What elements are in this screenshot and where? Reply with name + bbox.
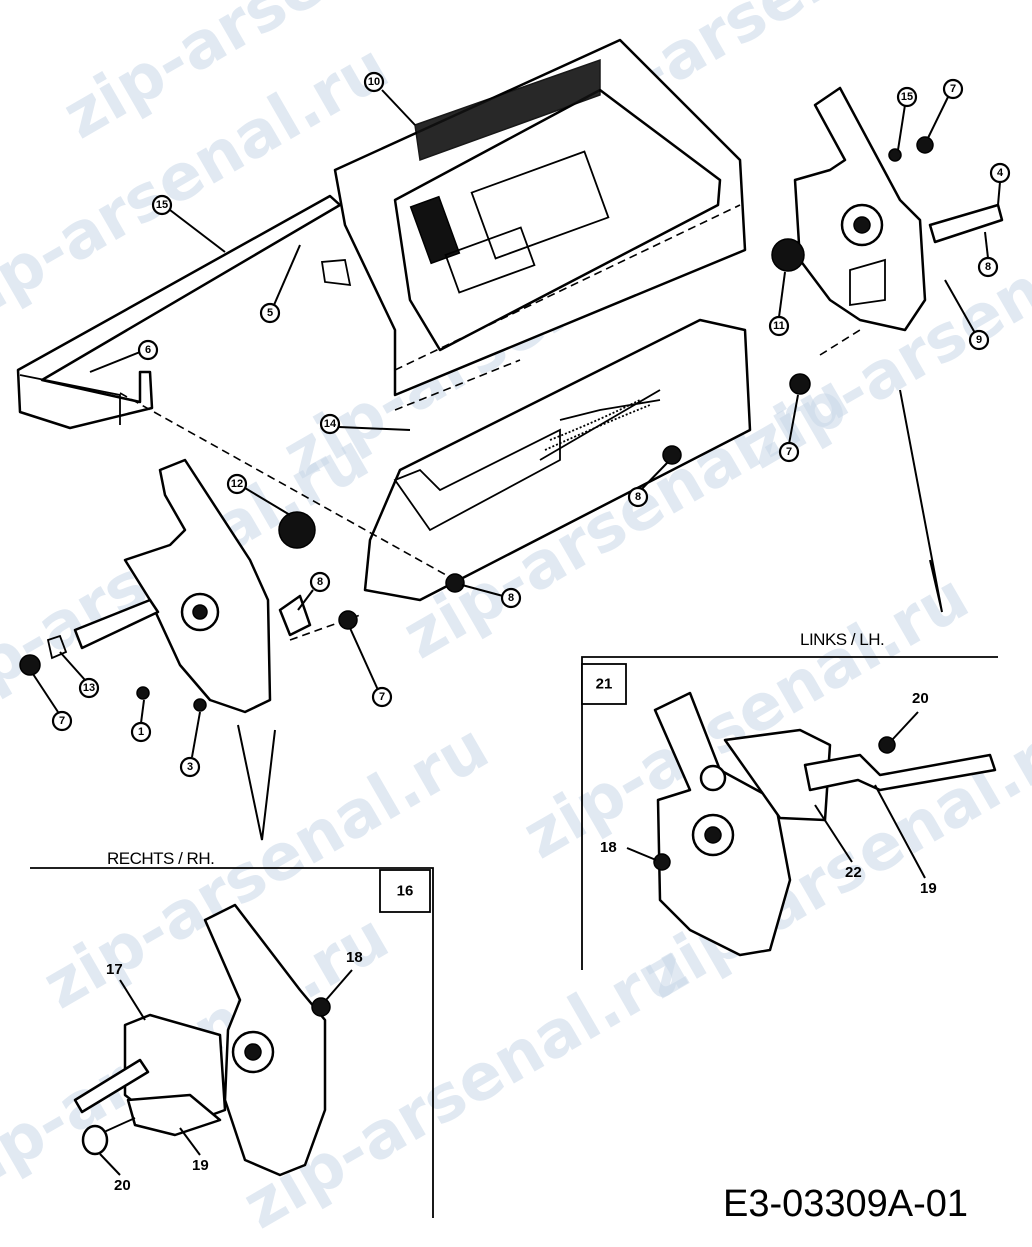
- section-label-rechts: RECHTS / RH.: [107, 849, 214, 868]
- detail-box-lh: LINKS / LH. 21 20 18 22 19: [581, 630, 998, 970]
- callout-label: 14: [324, 418, 337, 430]
- callout-label: 12: [231, 478, 243, 490]
- callout-label: 11: [773, 320, 785, 332]
- console-panel-part: [320, 38, 747, 411]
- detail-part-number: 18: [346, 949, 363, 966]
- assembly-guide-line: [819, 329, 861, 356]
- callout-label: 7: [950, 83, 956, 95]
- detail-part-number: 22: [845, 864, 862, 881]
- left-lever-assembly: [771, 86, 1004, 395]
- detail-part-number: 19: [920, 880, 937, 897]
- callout-label: 7: [786, 446, 792, 458]
- callout-label: 7: [59, 715, 65, 727]
- callout-label: 15: [156, 199, 168, 211]
- callout-label: 8: [985, 261, 991, 273]
- callout-label: 9: [976, 334, 982, 346]
- callout-label: 13: [83, 682, 95, 694]
- callout-label: 5: [267, 307, 273, 319]
- handle-bar-part: [16, 194, 342, 430]
- callout-label: 8: [635, 491, 641, 503]
- callout-label: 8: [508, 592, 514, 604]
- callout-label: 3: [187, 761, 193, 773]
- callout-label: 15: [901, 91, 913, 103]
- callouts: 15 10 5 6 14 12 8 8 8 7 7 13: [32, 71, 1011, 778]
- detail-part-number: 18: [600, 839, 617, 856]
- section-label-links: LINKS / LH.: [800, 630, 884, 649]
- direction-arrow: [237, 724, 276, 841]
- detail-part-number: 19: [192, 1157, 209, 1174]
- callout-label: 1: [138, 726, 144, 738]
- fender-housing-part: [363, 318, 752, 602]
- detail-box-number: 21: [596, 676, 613, 693]
- callout-label: 4: [997, 167, 1004, 179]
- detail-box-rh: RECHTS / RH. 16 17 18 19 20: [30, 849, 434, 1218]
- callout-label: 6: [145, 344, 151, 356]
- callout-label: 10: [368, 76, 380, 88]
- right-lever-assembly: [19, 445, 682, 714]
- assembly-guide-line: [119, 392, 456, 581]
- callout-label: 7: [379, 691, 385, 703]
- detail-part-number: 20: [114, 1177, 131, 1194]
- detail-part-number: 20: [912, 690, 929, 707]
- document-code: E3-03309A-01: [723, 1183, 968, 1225]
- callout-label: 8: [317, 576, 323, 588]
- detail-box-number: 16: [397, 883, 414, 900]
- direction-arrow: [899, 389, 943, 613]
- detail-part-number: 17: [106, 961, 123, 978]
